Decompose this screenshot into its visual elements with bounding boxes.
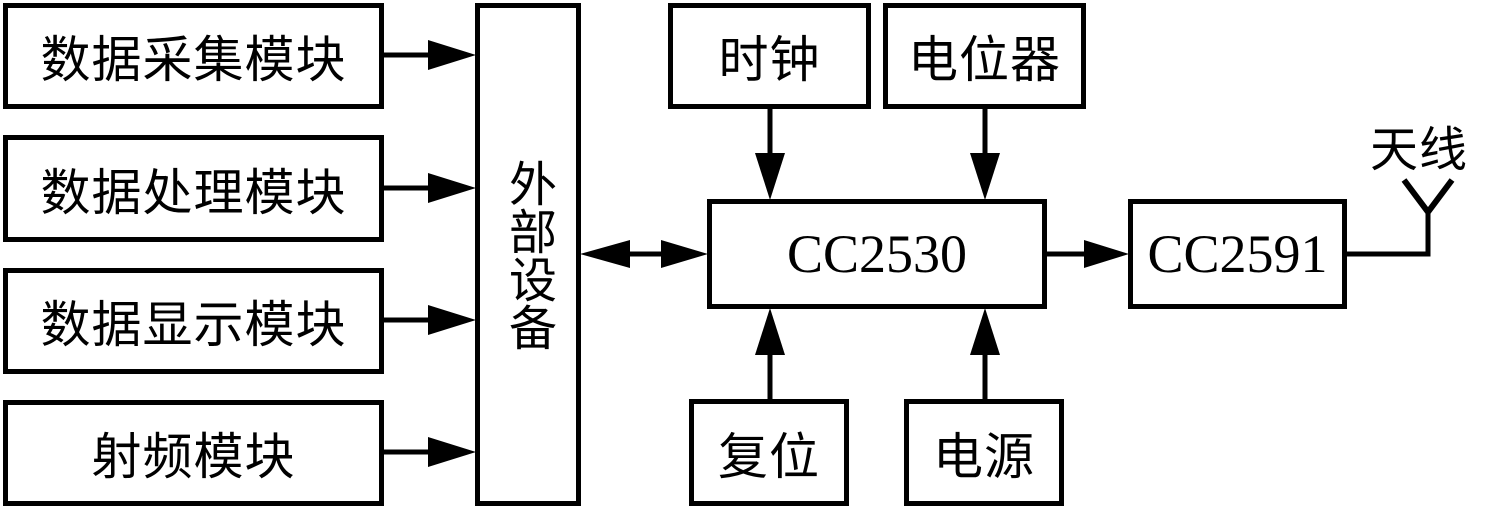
- data-processing-module-label: 数据处理模块: [40, 163, 347, 222]
- data-processing-module: 数据处理模块: [3, 135, 384, 242]
- antenna-icon: [1401, 178, 1455, 217]
- arrow-acquisition-to-external: [383, 40, 476, 70]
- reset-block: 复位: [689, 399, 849, 506]
- arrow-cc2530-to-cc2591: [1046, 240, 1129, 268]
- arrow-external-cc2530-bidirectional: [580, 240, 708, 268]
- arrow-potentiometer-to-cc2530: [970, 108, 1000, 200]
- arrow-power-to-cc2530: [970, 308, 1000, 400]
- rf-module-label: 射频模块: [91, 428, 296, 486]
- arrow-clock-to-cc2530: [755, 108, 785, 200]
- data-display-module-label: 数据显示模块: [40, 296, 347, 354]
- arrow-reset-to-cc2530: [755, 308, 785, 400]
- potentiometer-block: 电位器: [883, 3, 1086, 109]
- arrow-processing-to-external: [383, 173, 476, 203]
- cc2530-label: CC2530: [786, 224, 968, 284]
- arrow-display-to-external: [383, 305, 476, 335]
- cc2591-block: CC2591: [1128, 199, 1347, 309]
- power-block: 电源: [904, 399, 1064, 506]
- external-device: 外部设备: [475, 3, 581, 506]
- clock-block: 时钟: [668, 3, 871, 109]
- reset-label: 复位: [718, 427, 820, 486]
- arrow-rf-to-external: [383, 437, 476, 467]
- data-display-module: 数据显示模块: [3, 268, 384, 374]
- antenna-feed-line: [1346, 212, 1431, 257]
- data-acquisition-module: 数据采集模块: [3, 3, 384, 109]
- cc2591-label: CC2591: [1147, 224, 1328, 284]
- rf-module: 射频模块: [3, 400, 384, 506]
- potentiometer-label: 电位器: [908, 31, 1061, 89]
- data-acquisition-module-label: 数据采集模块: [40, 31, 347, 89]
- cc2530-block: CC2530: [707, 199, 1047, 309]
- antenna-label: 天线: [1370, 122, 1469, 178]
- external-device-label: 外部设备: [500, 158, 556, 351]
- power-label: 电源: [933, 427, 1035, 486]
- clock-label: 时钟: [718, 31, 821, 89]
